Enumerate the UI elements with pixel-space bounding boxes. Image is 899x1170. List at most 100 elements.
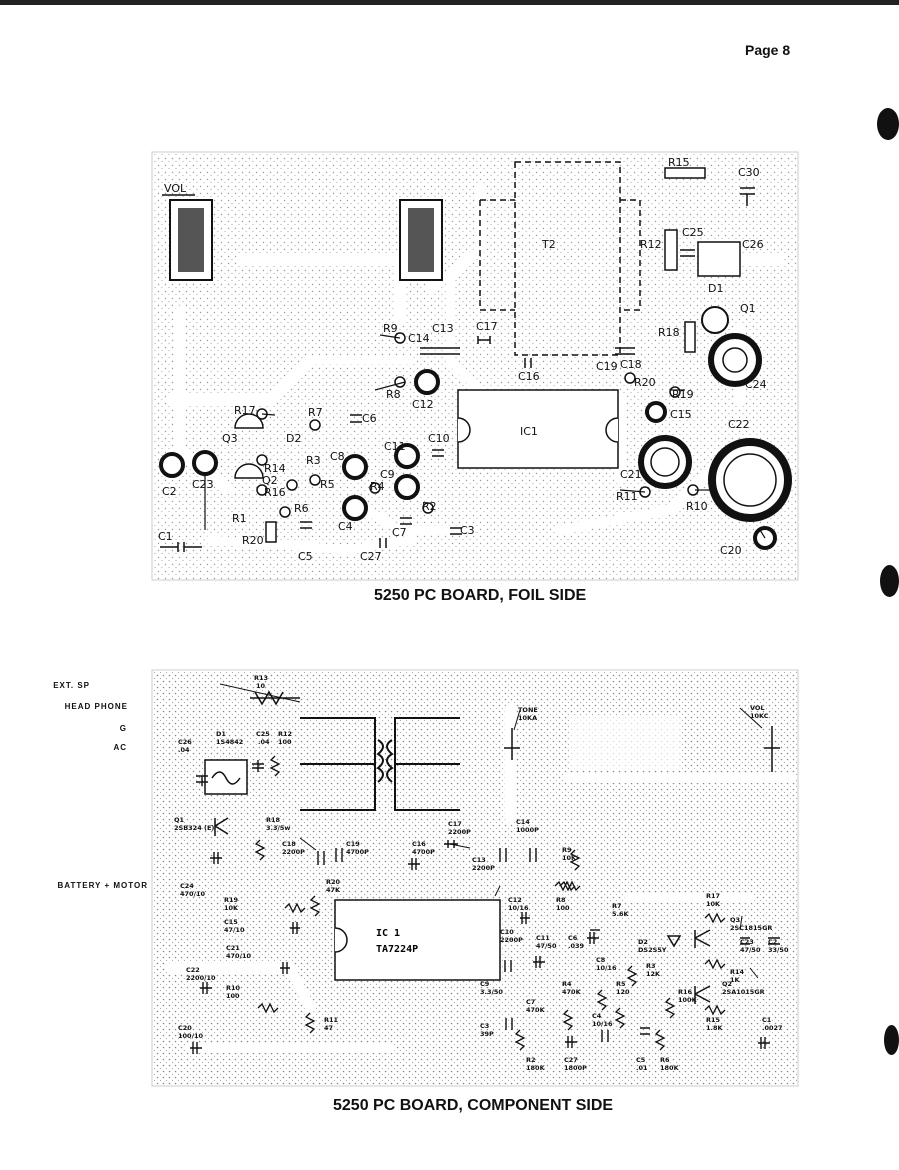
lbl-t2: T2 [541,238,556,251]
c-lbl-d1: D1 [216,730,226,738]
c-lbl-c21: C21 [226,944,240,952]
c-val-r10: 100 [226,992,240,1000]
c-lbl-r13: R13 [254,674,268,682]
c-val-c23: 47/50 [740,946,761,954]
c-val-r15: 1.8K [706,1024,724,1032]
c-lbl-r4: R4 [562,980,572,988]
lbl-c30: C30 [738,166,760,179]
c-val-r5: 120 [616,988,630,996]
c-val-c24: 470/10 [180,890,205,898]
c-val-r14: 1K [730,976,741,984]
c-val-c22: 2200/10 [186,974,216,982]
c-lbl-r20: R20 [326,878,341,886]
c-lbl-c15: C15 [224,918,238,926]
binder-punch-mark [884,1025,899,1055]
c-val-r17: 10K [706,900,721,908]
c-lbl-c25: C25 [256,730,270,738]
c-lbl-c5: C5 [636,1056,646,1064]
lbl-c20: C20 [720,544,742,557]
c-val-vol: 10KC [750,712,769,720]
lbl-c18: C18 [620,358,642,371]
c-val-c12: 10/16 [508,904,529,912]
c-lbl-c3: C3 [480,1022,489,1030]
lbl-q2: Q2 [262,474,278,487]
c-val-c6: .039 [568,942,585,950]
label-ext-sp: EXT. SP [53,681,90,690]
label-ac: AC [113,743,127,752]
c-val-r9: 10K [562,854,577,862]
lbl-r2: R2 [422,500,437,513]
c-lbl-c23: C23 [740,938,754,946]
c-lbl-r16: R16 [678,988,693,996]
c-lbl-c1: C1 [762,1016,772,1024]
lbl-c23: C23 [192,478,214,491]
lbl-r18: R18 [658,326,680,339]
foil-side-board-diagram: VOL R15 C30 T2 R12 C25 C26 D1 Q1 R18 C24… [151,151,799,581]
c-val-r2: 180K [526,1064,546,1072]
c-lbl-r19: R19 [224,896,239,904]
c-val-q3: 2SC1815GR [730,924,772,932]
lbl-vol: VOL [164,182,187,195]
binder-punch-mark [877,108,899,140]
c-val-q1: 2SB324 (E) [174,824,214,832]
c-lbl-r12: R12 [278,730,292,738]
c-val-r18: 3.3/5w [266,824,290,832]
lbl-c10: C10 [428,432,450,445]
c-val-c10: 2200P [500,936,523,944]
c-val-r11: 47 [324,1024,333,1032]
lbl-d2: D2 [286,432,301,445]
lbl-q1: Q1 [740,302,756,315]
lbl-c25: C25 [682,226,704,239]
lbl-c2: C2 [162,485,177,498]
lbl-c4: C4 [338,520,353,533]
c-val-c4: 10/16 [592,1020,613,1028]
lbl-r20: R20 [242,534,264,547]
c-val-c2: 33/50 [768,946,789,954]
c-val-ic1: TA7224P [376,944,418,955]
lbl-c5: C5 [298,550,313,563]
binder-punch-mark [880,565,899,597]
c-val-r19: 10K [224,904,239,912]
c-lbl-c16: C16 [412,840,426,848]
lbl-r7: R7 [308,406,323,419]
lbl-c22: C22 [728,418,750,431]
c-val-c9: 3.3/50 [480,988,503,996]
lbl-r8: R8 [386,388,401,401]
c-val-r12: 100 [278,738,292,746]
lbl-c15: C15 [670,408,692,421]
lbl-c9: C9 [380,468,395,481]
c-lbl-c2: C2 [768,938,777,946]
c-val-r13: 10 [256,682,266,690]
c-val-c3: 39P [480,1030,494,1038]
component-board-outline [151,669,799,1087]
c-val-c8: 10/16 [596,964,617,972]
lbl-ic1: IC1 [520,425,538,438]
lbl-r16: R16 [264,486,286,499]
c-val-c20: 100/10 [178,1032,203,1040]
component-ic1-outline [334,899,501,981]
c-lbl-r3: R3 [646,962,656,970]
lbl-c6: C6 [362,412,377,425]
c-lbl-c22: C22 [186,966,200,974]
c-lbl-d2: D2 [638,938,648,946]
lbl-c12: C12 [412,398,434,411]
label-g: G [119,724,127,733]
c-val-c17: 2200P [448,828,471,836]
lbl-r9: R9 [383,322,398,335]
lbl-r6: R6 [294,502,309,515]
component-side-caption: 5250 PC BOARD, COMPONENT SIDE [333,1097,614,1114]
lbl-c8: C8 [330,450,345,463]
lbl-d1: D1 [708,282,723,295]
component-side-board-diagram: R13 10 C26 .04 D1 1S4842 C25 .04 R12 100… [151,669,799,1087]
c-lbl-c7: C7 [526,998,535,1006]
label-battery-motor: BATTERY + MOTOR [57,881,148,890]
c-lbl-r6: R6 [660,1056,670,1064]
c-val-r6: 180K [660,1064,680,1072]
c-lbl-c26: C26 [178,738,192,746]
c-lbl-c10: C10 [500,928,514,936]
c-val-c19: 4700P [346,848,369,856]
c-val-c18: 2200P [282,848,305,856]
c-lbl-c20: C20 [178,1024,192,1032]
c-val-c26: .04 [178,746,190,754]
lbl-c14: C14 [408,332,430,345]
